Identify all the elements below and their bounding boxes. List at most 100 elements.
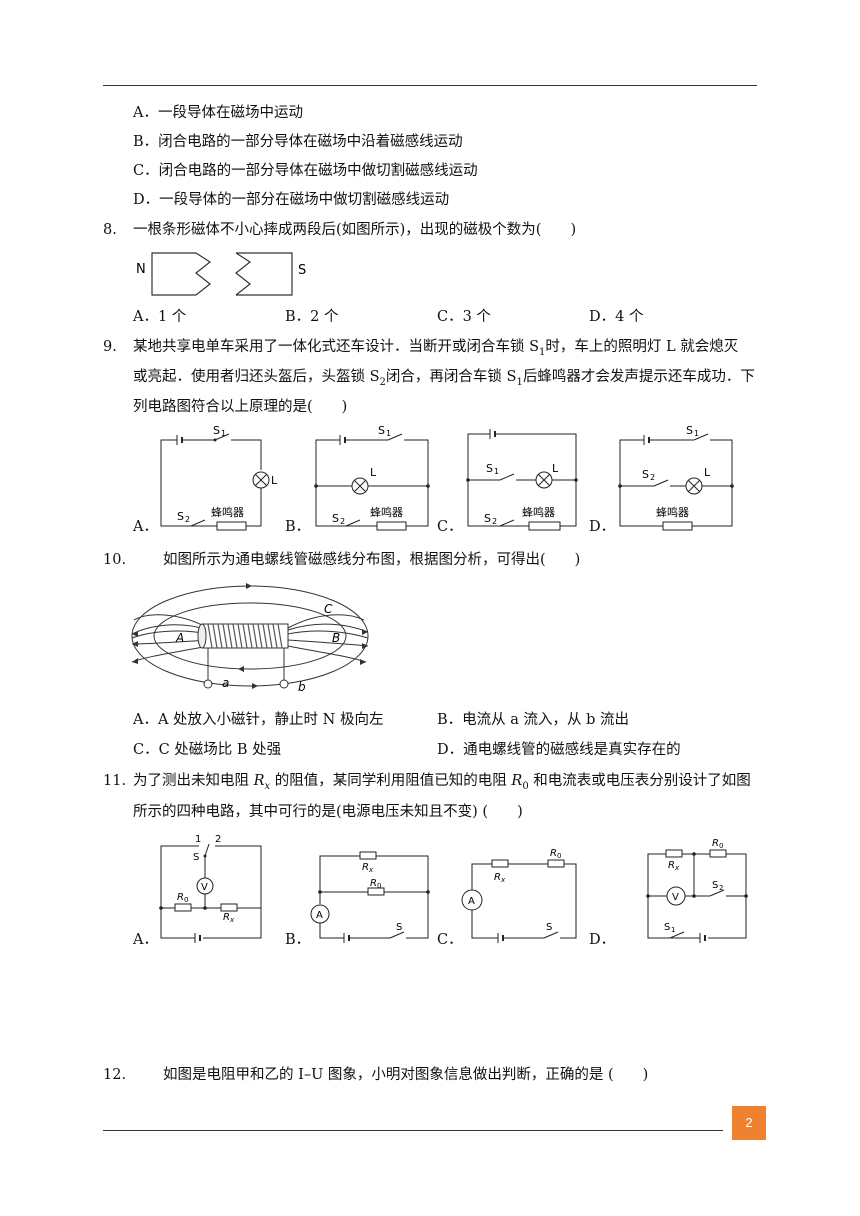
- svg-text:R: R: [177, 892, 184, 903]
- svg-text:S: S: [686, 424, 693, 437]
- svg-text:2: 2: [492, 517, 497, 526]
- q11-line1-c: 和电流表或电压表分别设计了如图: [533, 773, 751, 789]
- svg-text:2: 2: [185, 515, 190, 524]
- svg-text:1: 1: [195, 834, 201, 845]
- q9-line2-post: 后蜂鸣器才会发声提示还车成功．下: [522, 369, 755, 385]
- svg-text:A: A: [468, 896, 475, 907]
- q11-option-c[interactable]: C．: [437, 932, 463, 948]
- q9-option-a[interactable]: A．: [133, 519, 158, 535]
- q8-option-d[interactable]: D．4 个: [589, 309, 644, 325]
- svg-text:0: 0: [557, 852, 561, 860]
- q8-label-n: N: [136, 262, 146, 277]
- header-rule: [103, 85, 757, 86]
- q11-r0: R: [511, 773, 523, 789]
- svg-text:2: 2: [215, 834, 221, 845]
- q8-option-c[interactable]: C．3 个: [437, 309, 491, 325]
- svg-text:R: R: [712, 838, 719, 849]
- svg-text:a: a: [222, 676, 229, 690]
- svg-text:S: S: [546, 922, 552, 933]
- q11-line1: 为了测出未知电阻 Rx 的阻值，某同学利用阻值已知的电阻 R0 和电流表或电压表…: [133, 772, 751, 796]
- q7-option-b[interactable]: B．闭合电路的一部分导体在磁场中沿着磁感线运动: [133, 134, 463, 150]
- svg-text:2: 2: [340, 517, 345, 526]
- svg-text:A: A: [316, 910, 323, 921]
- q10-number: 10.: [103, 552, 127, 568]
- q8-magnet-figure: N S: [136, 252, 306, 296]
- q9-line2: 或亮起．使用者归还头盔后，头盔锁 S2闭合，再闭合车锁 S1后蜂鸣器才会发声提示…: [133, 368, 755, 392]
- svg-text:2: 2: [650, 473, 655, 482]
- q12-number: 12.: [103, 1067, 127, 1083]
- q11-r0-sub: 0: [522, 780, 529, 792]
- svg-text:R: R: [668, 860, 675, 871]
- q9-option-b[interactable]: B．: [285, 519, 311, 535]
- svg-text:蜂鸣器: 蜂鸣器: [656, 505, 689, 519]
- svg-text:S: S: [396, 922, 402, 933]
- q8-number: 8.: [103, 222, 117, 238]
- page-number-badge: 2: [732, 1106, 766, 1140]
- q8-option-a[interactable]: A．1 个: [133, 309, 187, 325]
- q7-option-d[interactable]: D．一段导体的一部分在磁场中做切割磁感线运动: [133, 192, 450, 208]
- q12-stem: 如图是电阻甲和乙的 I–U 图象，小明对图象信息做出判断，正确的是 ( ): [163, 1067, 649, 1083]
- svg-text:L: L: [370, 466, 377, 479]
- q9-option-d[interactable]: D．: [589, 519, 616, 535]
- svg-text:x: x: [674, 864, 680, 872]
- q10-option-d[interactable]: D．通电螺线管的磁感线是真实存在的: [437, 742, 681, 758]
- q10-stem: 如图所示为通电螺线管磁感线分布图，根据图分析，可得出( ): [163, 552, 581, 568]
- q11-rx: R: [253, 773, 265, 789]
- q8-label-s: S: [298, 263, 306, 278]
- q9-number: 9.: [103, 339, 117, 355]
- q10-option-b[interactable]: B．电流从 a 流入，从 b 流出: [437, 712, 630, 728]
- svg-text:1: 1: [671, 926, 675, 934]
- footer-rule: [103, 1130, 723, 1131]
- svg-text:L: L: [552, 462, 559, 475]
- q11-option-a[interactable]: A．: [133, 932, 158, 948]
- svg-text:S: S: [486, 462, 493, 475]
- q10-option-a[interactable]: A．A 处放入小磁针，静止时 N 极向左: [133, 712, 384, 728]
- svg-text:V: V: [201, 882, 208, 893]
- svg-text:R: R: [550, 848, 557, 859]
- svg-text:1: 1: [494, 467, 499, 476]
- svg-text:b: b: [298, 680, 306, 694]
- svg-text:S: S: [193, 852, 199, 863]
- svg-text:R: R: [494, 872, 501, 883]
- q8-stem: 一根条形磁体不小心摔成两段后(如图所示)，出现的磁极个数为( ): [133, 222, 577, 238]
- svg-text:蜂鸣器: 蜂鸣器: [211, 505, 244, 519]
- svg-text:R: R: [362, 862, 369, 873]
- svg-text:S: S: [378, 424, 385, 437]
- q10-option-c[interactable]: C．C 处磁场比 B 处强: [133, 742, 282, 758]
- svg-text:x: x: [368, 866, 374, 874]
- svg-text:B: B: [332, 631, 340, 645]
- svg-text:R: R: [370, 878, 377, 889]
- svg-text:L: L: [704, 466, 711, 479]
- q9-line2-pre: 或亮起．使用者归还头盔后，头盔锁 S: [133, 369, 380, 385]
- svg-text:1: 1: [694, 429, 699, 438]
- svg-text:1: 1: [221, 429, 226, 438]
- q10-solenoid-figure: A B C a b: [131, 583, 369, 694]
- q8-option-b[interactable]: B．2 个: [285, 309, 339, 325]
- q9-option-c[interactable]: C．: [437, 519, 463, 535]
- q9-line1: 某地共享电单车采用了一体化式还车设计．当断开或闭合车锁 S1时，车上的照明灯 L…: [133, 338, 738, 362]
- svg-text:1: 1: [386, 429, 391, 438]
- svg-text:S: S: [642, 468, 649, 481]
- q11-option-d[interactable]: D．: [589, 932, 616, 948]
- svg-text:S: S: [332, 512, 339, 525]
- svg-text:C: C: [324, 602, 333, 616]
- svg-text:蜂鸣器: 蜂鸣器: [370, 505, 403, 519]
- svg-text:x: x: [229, 916, 235, 924]
- svg-text:S: S: [712, 880, 718, 891]
- q9-line2-sub: 2: [379, 376, 386, 388]
- q7-option-a[interactable]: A．一段导体在磁场中运动: [133, 105, 303, 121]
- svg-text:0: 0: [719, 842, 723, 850]
- q9-line1-post: 时，车上的照明灯 L 就会熄灭: [545, 339, 739, 355]
- q7-option-c[interactable]: C．闭合电路的一部分导体在磁场中做切割磁感线运动: [133, 163, 478, 179]
- svg-text:蜂鸣器: 蜂鸣器: [522, 505, 555, 519]
- q11-option-b[interactable]: B．: [285, 932, 311, 948]
- svg-text:L: L: [271, 474, 278, 487]
